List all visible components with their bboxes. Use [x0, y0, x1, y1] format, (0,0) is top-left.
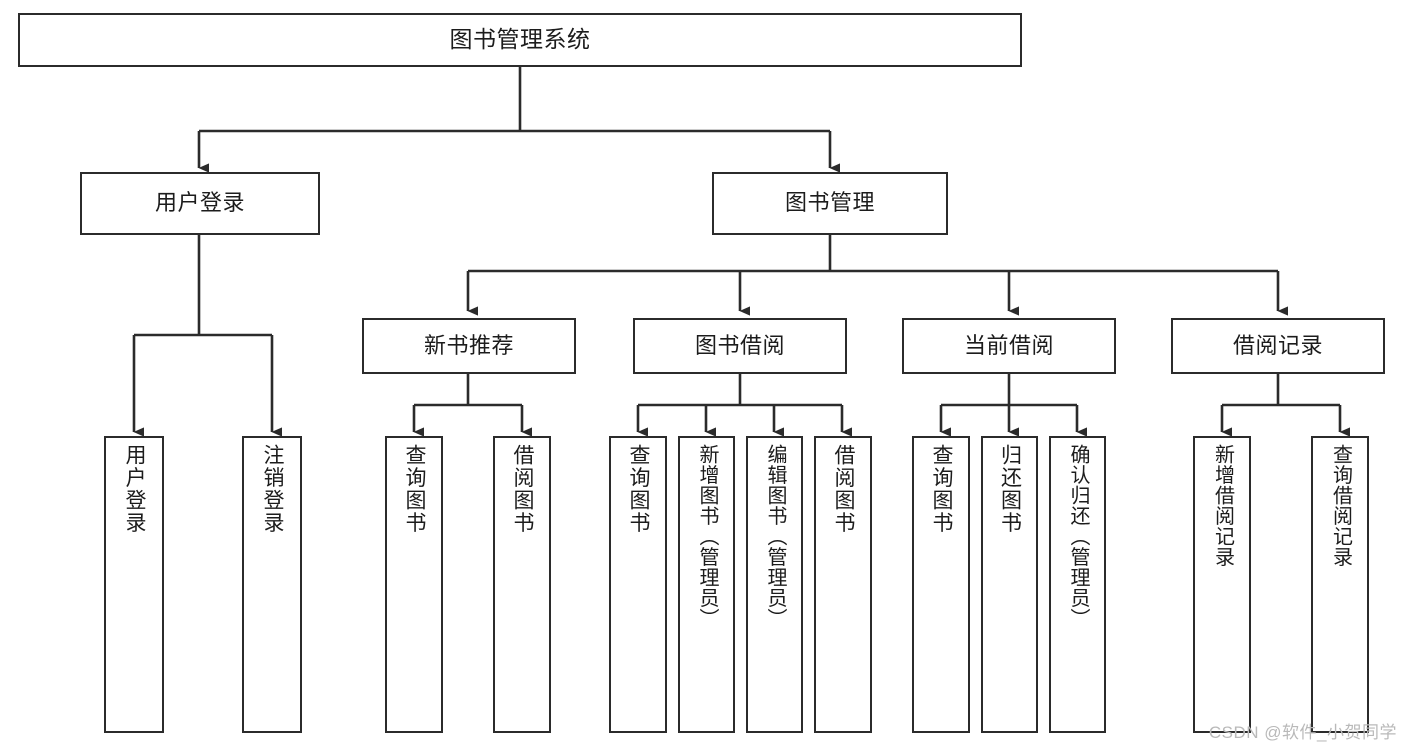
node-label: 新增借阅记录: [1211, 444, 1234, 567]
node-label: 归还图书: [998, 444, 1022, 534]
node-label: 新增图书（管理员）: [696, 444, 718, 629]
node-leaf-borrow-book-1[interactable]: 借阅图书: [493, 436, 551, 733]
node-book-management[interactable]: 图书管理: [712, 172, 948, 235]
node-label: 用户登录: [123, 444, 147, 534]
node-label: 借阅记录: [1232, 332, 1323, 358]
node-label: 借阅图书: [832, 444, 856, 534]
node-leaf-logout-login[interactable]: 注销登录: [242, 436, 302, 733]
node-label: 新书推荐: [423, 332, 514, 358]
csdn-watermark: CSDN @软件_小贺同学: [1208, 723, 1397, 742]
node-leaf-query-borrow-record[interactable]: 查询借阅记录: [1311, 436, 1369, 733]
node-leaf-edit-book[interactable]: 编辑图书（管理员）: [746, 436, 803, 733]
node-leaf-borrow-book-2[interactable]: 借阅图书: [814, 436, 872, 733]
node-leaf-add-borrow-record[interactable]: 新增借阅记录: [1193, 436, 1251, 733]
node-label: 借阅图书: [511, 444, 535, 534]
node-book-borrow[interactable]: 图书借阅: [633, 318, 847, 374]
node-current-borrow[interactable]: 当前借阅: [902, 318, 1116, 374]
node-new-book-recommend[interactable]: 新书推荐: [362, 318, 576, 374]
node-root-book-management-system[interactable]: 图书管理系统: [18, 13, 1022, 67]
node-label: 查询图书: [930, 444, 954, 534]
node-leaf-add-book[interactable]: 新增图书（管理员）: [678, 436, 735, 733]
node-leaf-confirm-return[interactable]: 确认归还（管理员）: [1049, 436, 1106, 733]
node-leaf-query-book-2[interactable]: 查询图书: [609, 436, 667, 733]
node-leaf-return-book[interactable]: 归还图书: [981, 436, 1038, 733]
node-label: 注销登录: [261, 444, 285, 534]
node-label: 图书管理: [784, 190, 875, 216]
node-borrow-record[interactable]: 借阅记录: [1171, 318, 1385, 374]
node-label: 编辑图书（管理员）: [764, 444, 786, 629]
node-leaf-query-book-1[interactable]: 查询图书: [385, 436, 443, 733]
node-label: 查询图书: [627, 444, 651, 534]
node-label: 当前借阅: [963, 332, 1054, 358]
node-label: 图书借阅: [694, 332, 785, 358]
node-user-login[interactable]: 用户登录: [80, 172, 320, 235]
node-label: 查询图书: [403, 444, 427, 534]
node-label: 图书管理系统: [449, 26, 591, 53]
node-label: 用户登录: [154, 190, 245, 216]
node-label: 确认归还（管理员）: [1067, 444, 1089, 629]
node-label: 查询借阅记录: [1329, 444, 1352, 567]
node-leaf-user-login[interactable]: 用户登录: [104, 436, 164, 733]
node-leaf-query-book-3[interactable]: 查询图书: [912, 436, 970, 733]
